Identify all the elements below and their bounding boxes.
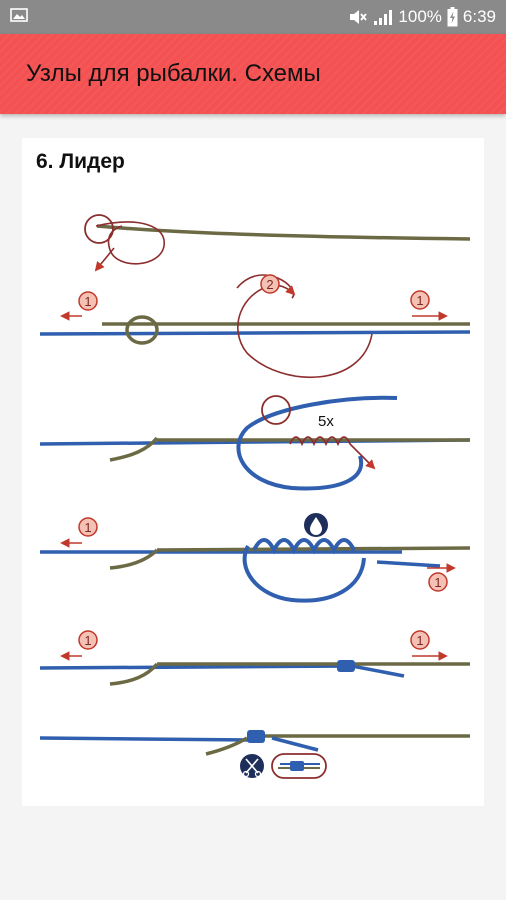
signal-icon	[373, 8, 393, 26]
marker-label: 1	[84, 520, 91, 535]
knot-card: 6. Лидер 1 1 2	[22, 138, 484, 806]
step-4: 1 1	[40, 513, 471, 603]
water-drop-icon	[304, 513, 328, 537]
marker-label: 2	[266, 277, 273, 292]
step-1	[84, 214, 471, 272]
status-bar: 100% 6:39	[0, 0, 506, 34]
step-6	[39, 730, 470, 779]
marker-label: 1	[84, 633, 91, 648]
app-bar: Узлы для рыбалки. Схемы	[0, 34, 506, 114]
status-right: 100% 6:39	[348, 7, 496, 27]
image-notification-icon	[10, 7, 28, 27]
knot-diagram: 1 1 2 5x 1	[39, 214, 471, 779]
battery-percent: 100%	[398, 7, 442, 26]
highlight-circle	[84, 214, 114, 244]
step-5: 1 1	[39, 630, 470, 686]
marker-label: 1	[416, 633, 423, 648]
marker-label: 1	[434, 575, 441, 590]
battery-charging-icon	[447, 7, 458, 27]
mute-icon	[348, 8, 368, 26]
marker-label: 1	[416, 293, 423, 308]
step-3: 5x	[39, 395, 471, 491]
highlight-circle	[261, 395, 291, 425]
marker-label: 1	[84, 294, 91, 309]
scissors-icon	[240, 754, 264, 778]
wrap-count-label: 5x	[318, 413, 334, 430]
clock: 6:39	[462, 7, 496, 26]
knot-title: 6. Лидер	[36, 150, 125, 173]
step-2: 1 1 2	[39, 275, 471, 379]
app-title: Узлы для рыбалки. Схемы	[26, 60, 321, 87]
status-left	[10, 7, 28, 27]
